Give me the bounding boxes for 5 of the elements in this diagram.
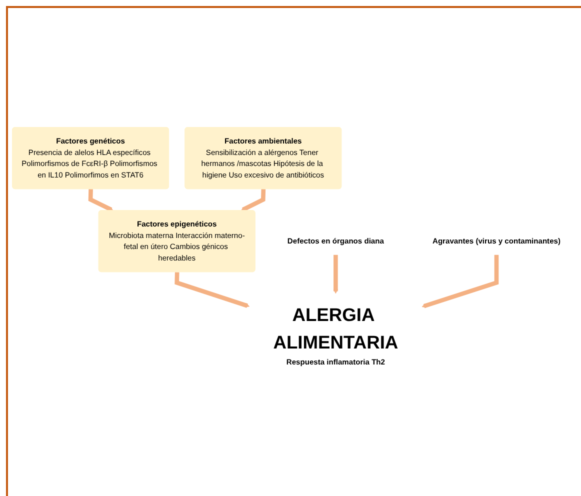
arrow [333,255,338,294]
arrow [174,272,250,308]
arrow [240,189,266,212]
arrow [88,189,114,212]
arrow [422,255,499,309]
